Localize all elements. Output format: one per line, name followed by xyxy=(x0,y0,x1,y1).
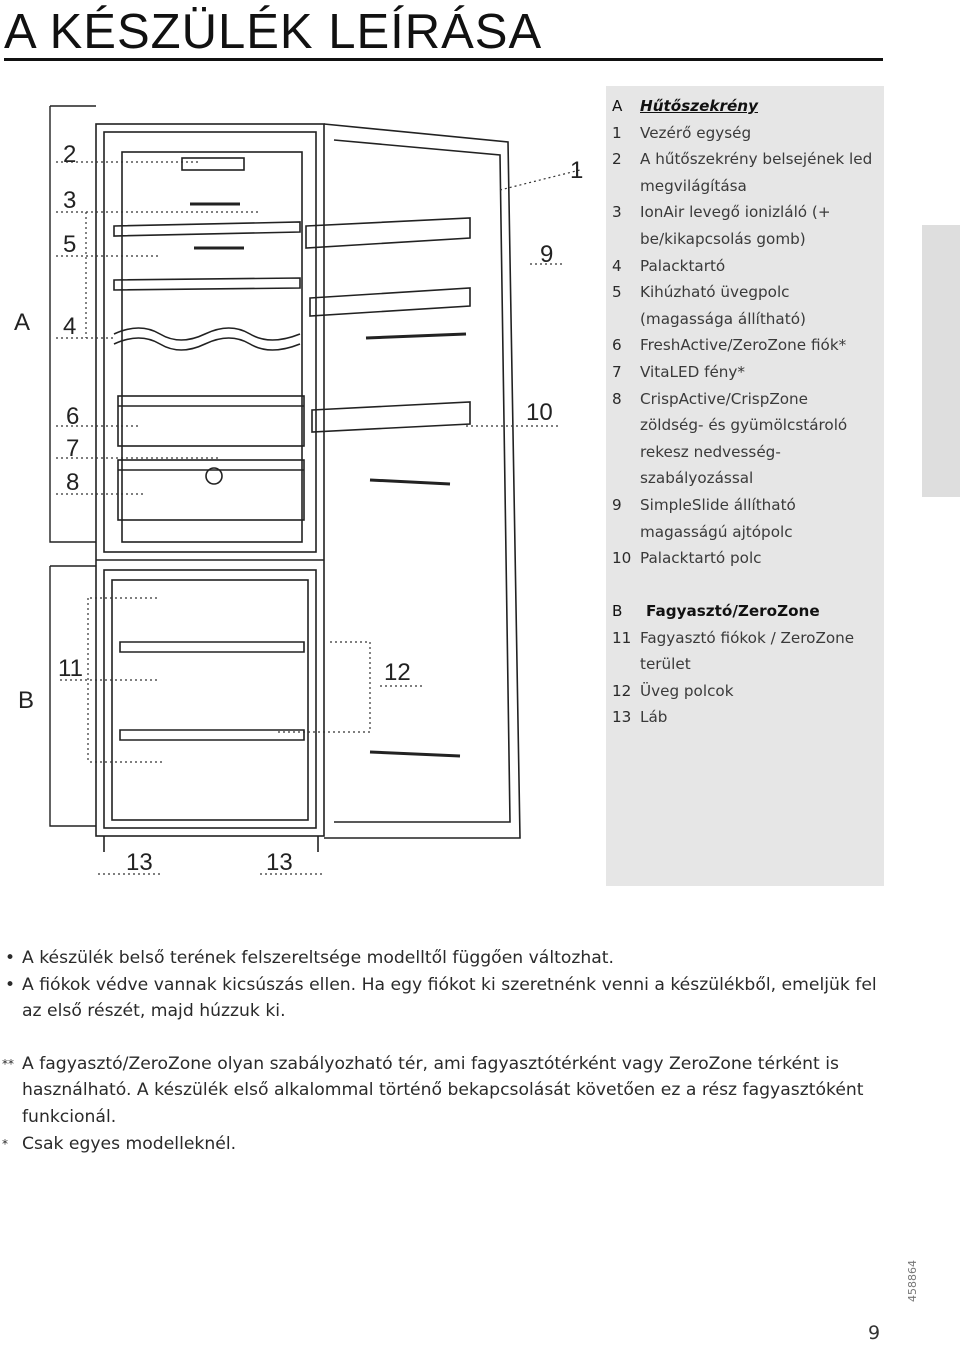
label-3: 3 xyxy=(63,187,76,214)
note-bullet-1: • A készülék belső terének felszereltség… xyxy=(0,945,900,972)
label-1: 1 xyxy=(570,157,583,184)
bullet-mark: • xyxy=(5,974,16,995)
page-number: 9 xyxy=(868,1322,881,1344)
side-tab-marker xyxy=(922,225,960,497)
cabinet-outline xyxy=(95,123,325,837)
label-5: 4 xyxy=(63,313,76,340)
label-B: B xyxy=(18,687,34,714)
label-11: 11 xyxy=(58,655,83,682)
page-title: A KÉSZÜLÉK LEÍRÁSA xyxy=(4,5,543,59)
document-code: 458864 xyxy=(906,1260,919,1302)
label-8: 8 xyxy=(66,469,79,496)
title-underline xyxy=(4,58,883,61)
legend-head-a: A Hűtőszekrény xyxy=(612,97,758,115)
label-7: 7 xyxy=(66,435,79,462)
label-13b: 13 xyxy=(266,849,293,876)
footnote-star: * Csak egyes modelleknél. xyxy=(2,1133,237,1154)
label-13a: 13 xyxy=(126,849,153,876)
fridge-compartment xyxy=(103,131,317,553)
fridge-inner xyxy=(121,151,303,543)
legend-head-b: B Fagyasztó/ZeroZone xyxy=(612,602,820,620)
label-2: 2 xyxy=(63,141,76,168)
label-4: 5 xyxy=(63,231,76,258)
fridge-diagram: A B 1 2 3 5 4 6 7 8 9 10 11 12 13 13 xyxy=(14,105,583,876)
freezer-compartment xyxy=(103,569,317,829)
notes-section: • A készülék belső terének felszereltség… xyxy=(0,945,900,1157)
label-6: 6 xyxy=(66,403,79,430)
label-A: A xyxy=(14,309,30,336)
label-9: 9 xyxy=(540,241,553,268)
label-12: 12 xyxy=(384,659,411,686)
bullet-mark: • xyxy=(5,948,16,968)
note-bullet-2: • A fiókok védve vannak kicsúszás ellen.… xyxy=(0,972,900,1025)
label-10: 10 xyxy=(526,399,553,426)
footnote-double-star: ** A fagyasztó/ZeroZone olyan szabályozh… xyxy=(2,1053,864,1127)
